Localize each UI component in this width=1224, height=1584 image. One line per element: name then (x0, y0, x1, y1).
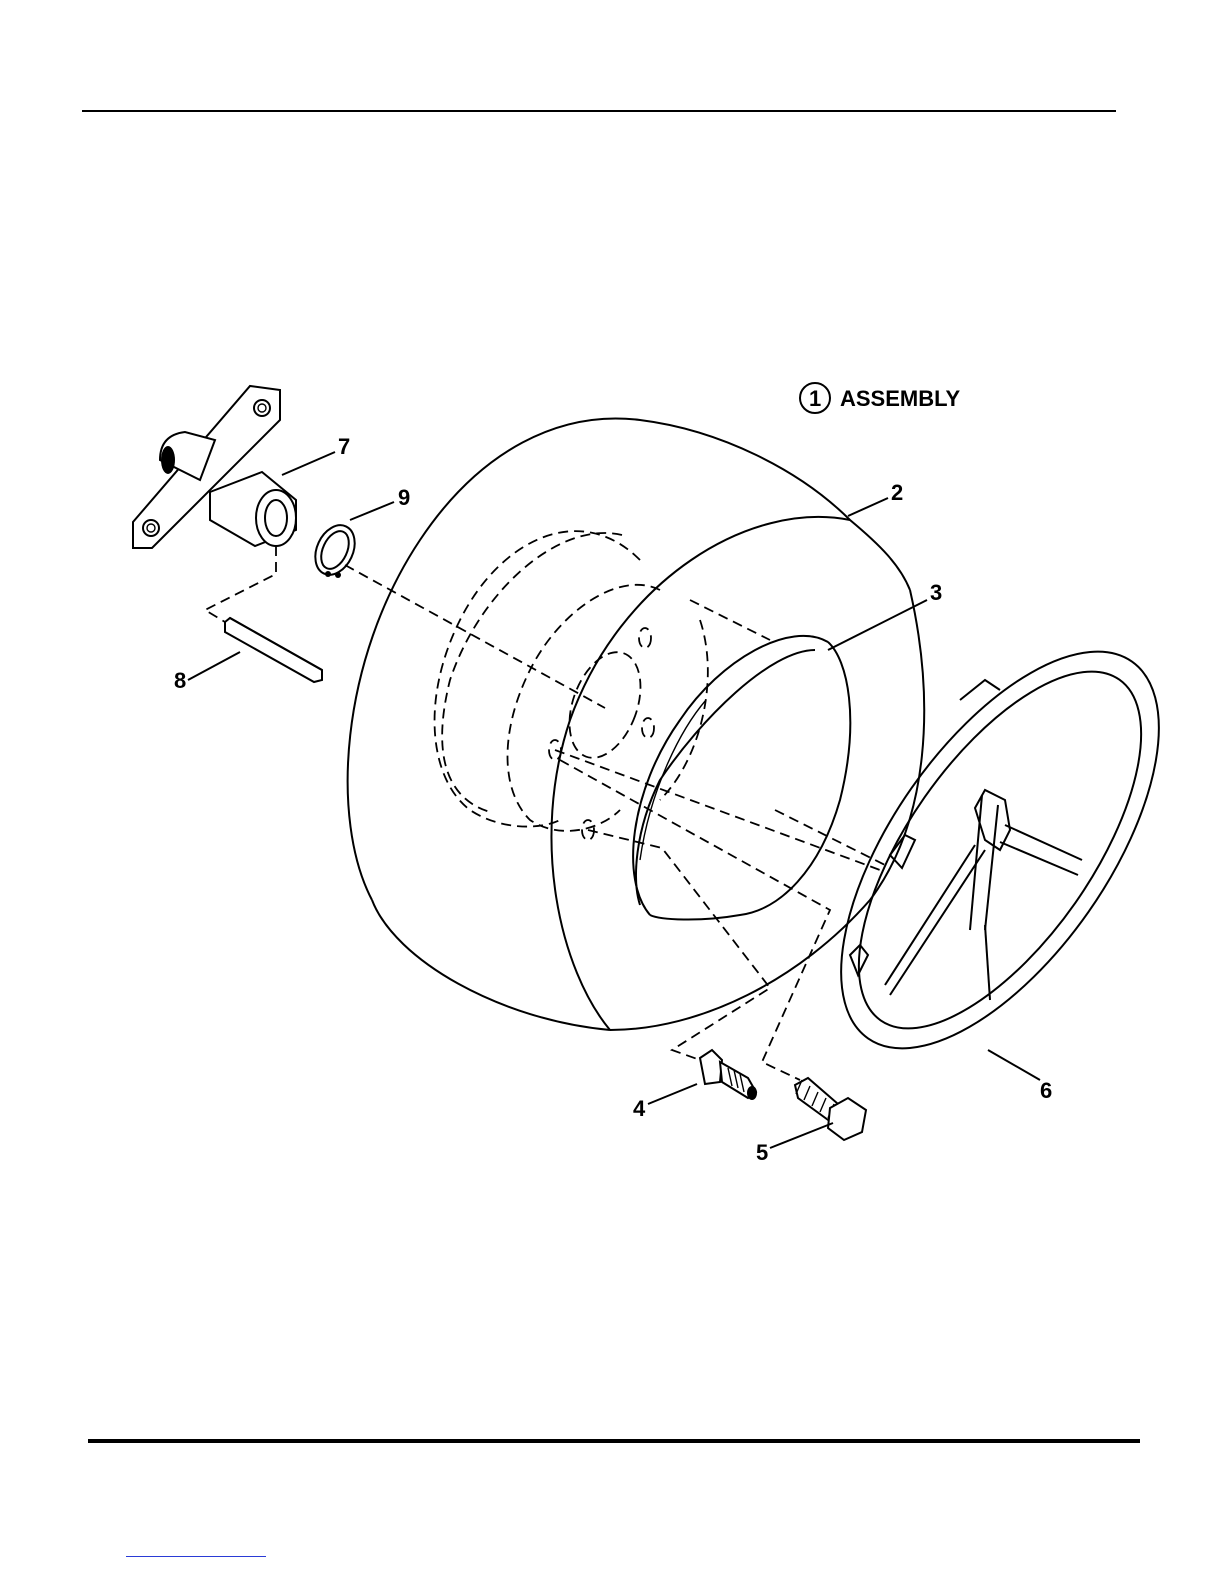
callout-numbers: 7 9 2 3 8 4 5 6 (174, 434, 1052, 1165)
callout-4: 4 (633, 1096, 646, 1121)
part-3-rim (633, 636, 850, 920)
part-8-key (225, 618, 322, 682)
part-7-hub-bracket (133, 386, 296, 548)
part-9-snap-ring (308, 519, 363, 581)
callout-7: 7 (338, 434, 350, 459)
part-5-bolt (795, 1078, 866, 1140)
callout-5: 5 (756, 1140, 768, 1165)
part-4-valve-stem (700, 1050, 757, 1100)
hidden-rim-outline (435, 531, 770, 840)
assembly-label: ASSEMBLY (840, 386, 961, 411)
callout-8: 8 (174, 668, 186, 693)
assembly-title: 1 ASSEMBLY (800, 383, 961, 413)
assembly-number: 1 (809, 386, 821, 411)
callout-6: 6 (1040, 1078, 1052, 1103)
exploded-view-leader-lines (205, 546, 885, 1080)
callout-2: 2 (891, 480, 903, 505)
part-2-tire (348, 419, 925, 1031)
callout-3: 3 (930, 580, 942, 605)
callout-9: 9 (398, 485, 410, 510)
